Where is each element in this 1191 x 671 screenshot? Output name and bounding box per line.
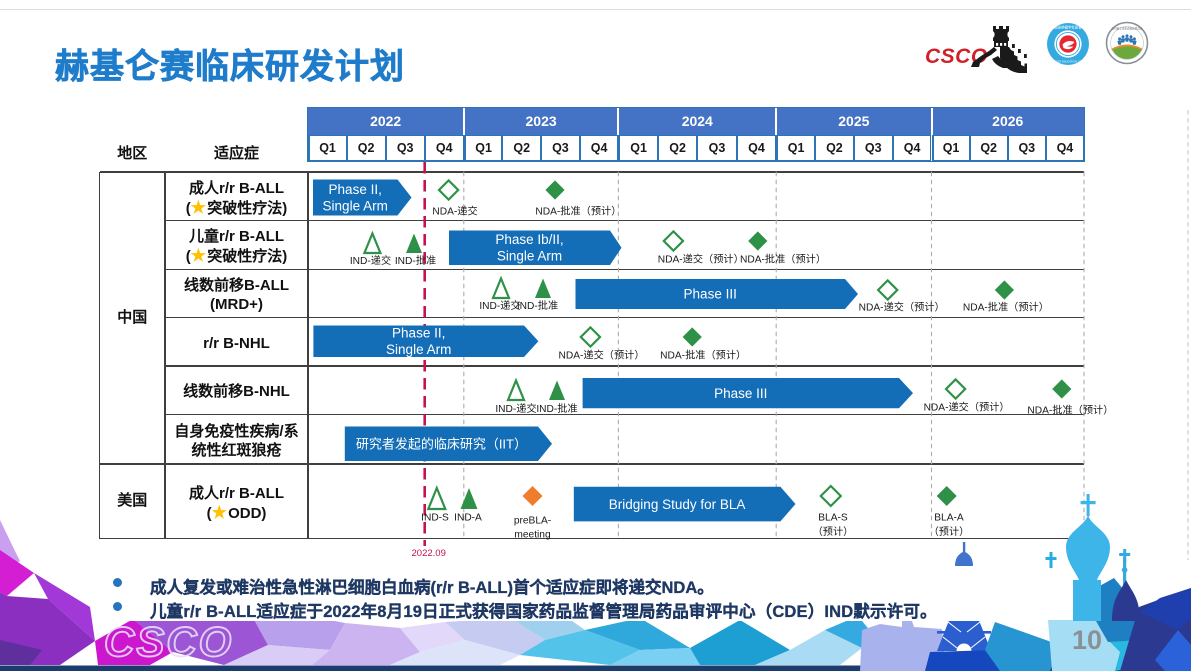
svg-text:Single Arm: Single Arm xyxy=(497,249,562,264)
svg-text:研究者发起的临床研究（IIT）: 研究者发起的临床研究（IIT） xyxy=(356,436,527,451)
svg-text:NDA-批准（预计）: NDA-批准（预计） xyxy=(740,253,826,266)
svg-text:NDA-递交（预计）: NDA-递交（预计） xyxy=(924,401,1010,414)
svg-text:meeting: meeting xyxy=(514,530,551,541)
svg-text:NDA-批准（预计）: NDA-批准（预计） xyxy=(963,301,1049,314)
svg-text:NDA-递交（预计）: NDA-递交（预计） xyxy=(658,253,744,266)
svg-text:Single Arm: Single Arm xyxy=(323,199,388,214)
svg-text:2022.09: 2022.09 xyxy=(412,548,446,559)
svg-text:preBLA-: preBLA- xyxy=(514,516,551,527)
svg-text:IND-批准: IND-批准 xyxy=(395,254,436,267)
svg-text:Single Arm: Single Arm xyxy=(386,342,451,357)
svg-text:Bridging Study for BLA: Bridging Study for BLA xyxy=(609,497,746,512)
svg-text:CSCO PATIENT EDUCATION COMMITT: CSCO PATIENT EDUCATION COMMITTEE xyxy=(1043,60,1094,64)
svg-text:淋巴瘤之家患者组织委员会: 淋巴瘤之家患者组织委员会 xyxy=(1111,27,1143,31)
svg-text:NDA-递交: NDA-递交 xyxy=(432,205,477,218)
svg-text:（预计）: （预计） xyxy=(929,525,970,538)
svg-text:Phase II,: Phase II, xyxy=(392,326,445,341)
svg-text:Phase III: Phase III xyxy=(684,287,737,302)
svg-text:（预计）: （预计） xyxy=(813,525,854,538)
svg-text:Phase II,: Phase II, xyxy=(329,182,382,197)
svg-text:IND-S: IND-S xyxy=(421,513,449,524)
svg-text:IND-批准: IND-批准 xyxy=(517,299,558,312)
svg-text:IND-递交: IND-递交 xyxy=(350,254,391,267)
svg-text:NDA-递交（预计）: NDA-递交（预计） xyxy=(558,349,644,362)
svg-text:BLA-S: BLA-S xyxy=(818,513,848,524)
svg-text:IND-递交: IND-递交 xyxy=(479,299,520,312)
svg-text:10: 10 xyxy=(1072,625,1102,655)
svg-text:NDA-递交（预计）: NDA-递交（预计） xyxy=(859,301,945,314)
svg-text:IND-批准: IND-批准 xyxy=(536,402,577,415)
svg-text:CSCO: CSCO xyxy=(104,618,233,665)
svg-text:NDA-批准（预计）: NDA-批准（预计） xyxy=(660,349,746,362)
svg-text:BLA-A: BLA-A xyxy=(934,513,964,524)
svg-text:Phase III: Phase III xyxy=(714,386,767,401)
svg-text:NDA-批准（预计）: NDA-批准（预计） xyxy=(1027,404,1113,417)
svg-text:中国临床肿瘤学会患者教育: 中国临床肿瘤学会患者教育 xyxy=(1048,25,1089,30)
svg-text:Phase Ib/II,: Phase Ib/II, xyxy=(495,232,563,247)
svg-text:IND-递交: IND-递交 xyxy=(495,402,536,415)
svg-text:CSCO: CSCO xyxy=(925,45,988,68)
svg-text:NDA-批准（预计）: NDA-批准（预计） xyxy=(535,205,621,218)
svg-text:IND-A: IND-A xyxy=(454,513,482,524)
